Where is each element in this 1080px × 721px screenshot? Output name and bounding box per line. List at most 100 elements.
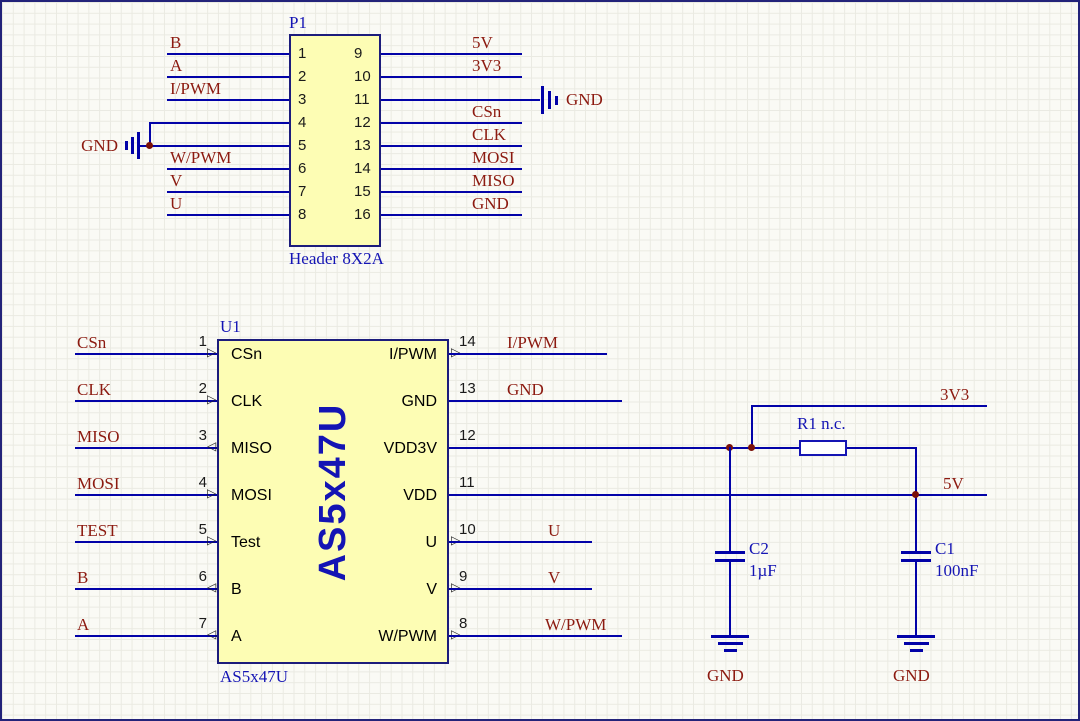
pin-name: W/PWM (378, 628, 437, 645)
capacitor-designator: C1 (935, 539, 955, 558)
wire (167, 168, 289, 170)
pin-number: 9 (459, 568, 468, 585)
pin-name: GND (401, 393, 437, 410)
net-label: TEST (77, 521, 118, 540)
net-label: B (77, 568, 89, 587)
connector-designator: P1 (289, 13, 307, 32)
resistor-body (799, 440, 847, 456)
net-label: MOSI (77, 474, 120, 493)
pin-number: 14 (459, 333, 476, 350)
wire (75, 541, 217, 543)
pin-arrow-icon: ▷ (207, 533, 217, 547)
wire (751, 406, 753, 448)
pin-number: 11 (459, 474, 475, 491)
pin-name: V (426, 581, 437, 598)
gnd-symbol-bar (137, 132, 140, 159)
gnd-label: GND (81, 136, 118, 155)
gnd-symbol-bar (711, 635, 749, 638)
gnd-symbol-bar (125, 141, 128, 150)
wire (140, 145, 289, 147)
pin-number: 2 (298, 68, 307, 85)
pin-arrow-icon: ▷ (207, 392, 217, 406)
pin-number: 4 (198, 474, 207, 491)
capacitor-plate (715, 551, 745, 554)
chip-body (217, 339, 449, 664)
net-label: MISO (77, 427, 120, 446)
chip-designator: U1 (220, 317, 241, 336)
pin-number: 5 (298, 137, 307, 154)
pin-arrow-icon: ◁ (207, 627, 217, 641)
pin-arrow-icon: ▷ (451, 533, 461, 547)
pin-name: VDD (403, 487, 437, 504)
pin-arrow-icon: ◁ (207, 439, 217, 453)
pin-name: MOSI (231, 487, 272, 504)
wire (729, 447, 731, 552)
resistor-label: R1 n.c. (797, 414, 846, 433)
gnd-symbol-bar (904, 642, 929, 645)
wire (847, 447, 917, 449)
net-label: B (170, 33, 182, 52)
pin-number: 16 (354, 206, 371, 223)
pin-number: 13 (354, 137, 371, 154)
wire (381, 145, 522, 147)
wire (449, 447, 799, 449)
wire (915, 447, 917, 551)
junction-dot (748, 444, 755, 451)
wire (381, 191, 522, 193)
pin-number: 11 (354, 91, 370, 108)
pin-number: 8 (459, 615, 468, 632)
pin-number: 14 (354, 160, 371, 177)
net-label: CSn (77, 333, 107, 352)
wire (167, 214, 289, 216)
pin-name: I/PWM (389, 346, 437, 363)
pin-number: 15 (354, 183, 371, 200)
wire (381, 53, 522, 55)
wire (449, 494, 987, 496)
wire (75, 400, 217, 402)
net-label: CLK (77, 380, 111, 399)
power-label-3v3: 3V3 (940, 385, 970, 404)
wire (751, 405, 987, 407)
pin-name: A (231, 628, 242, 645)
pin-arrow-icon: ▷ (451, 345, 461, 359)
pin-number: 1 (298, 45, 307, 62)
pin-number: 9 (354, 45, 363, 62)
pin-number: 13 (459, 380, 476, 397)
net-label: 5V (472, 33, 493, 52)
capacitor-plate (901, 559, 931, 562)
junction-dot (912, 491, 919, 498)
power-label-5v: 5V (943, 474, 964, 493)
wire (75, 353, 217, 355)
net-label: V (548, 568, 561, 587)
wire (75, 588, 217, 590)
pin-name: MISO (231, 440, 272, 457)
wire (915, 562, 917, 636)
pin-number: 12 (354, 114, 371, 131)
capacitor-value: 100nF (935, 561, 979, 580)
pin-number: 6 (198, 568, 207, 585)
pin-name: VDD3V (383, 440, 437, 457)
pin-number: 7 (198, 615, 207, 632)
net-label: A (170, 56, 183, 75)
pin-arrow-icon: ◁ (207, 580, 217, 594)
connector-comment: Header 8X2A (289, 249, 384, 268)
wire (75, 494, 217, 496)
capacitor-plate (901, 551, 931, 554)
net-label: I/PWM (170, 79, 221, 98)
pin-number: 10 (354, 68, 371, 85)
pin-number: 1 (198, 333, 207, 350)
pin-number: 8 (298, 206, 307, 223)
wire (449, 635, 622, 637)
wire (449, 400, 622, 402)
net-label: 3V3 (472, 56, 502, 75)
gnd-label: GND (566, 90, 603, 109)
gnd-symbol-bar (548, 91, 551, 109)
net-label: MISO (472, 171, 515, 190)
capacitor-designator: C2 (749, 539, 769, 558)
wire (381, 122, 522, 124)
pin-arrow-icon: ▷ (207, 486, 217, 500)
wire (75, 635, 217, 637)
capacitor-plate (715, 559, 745, 562)
wire (381, 168, 522, 170)
